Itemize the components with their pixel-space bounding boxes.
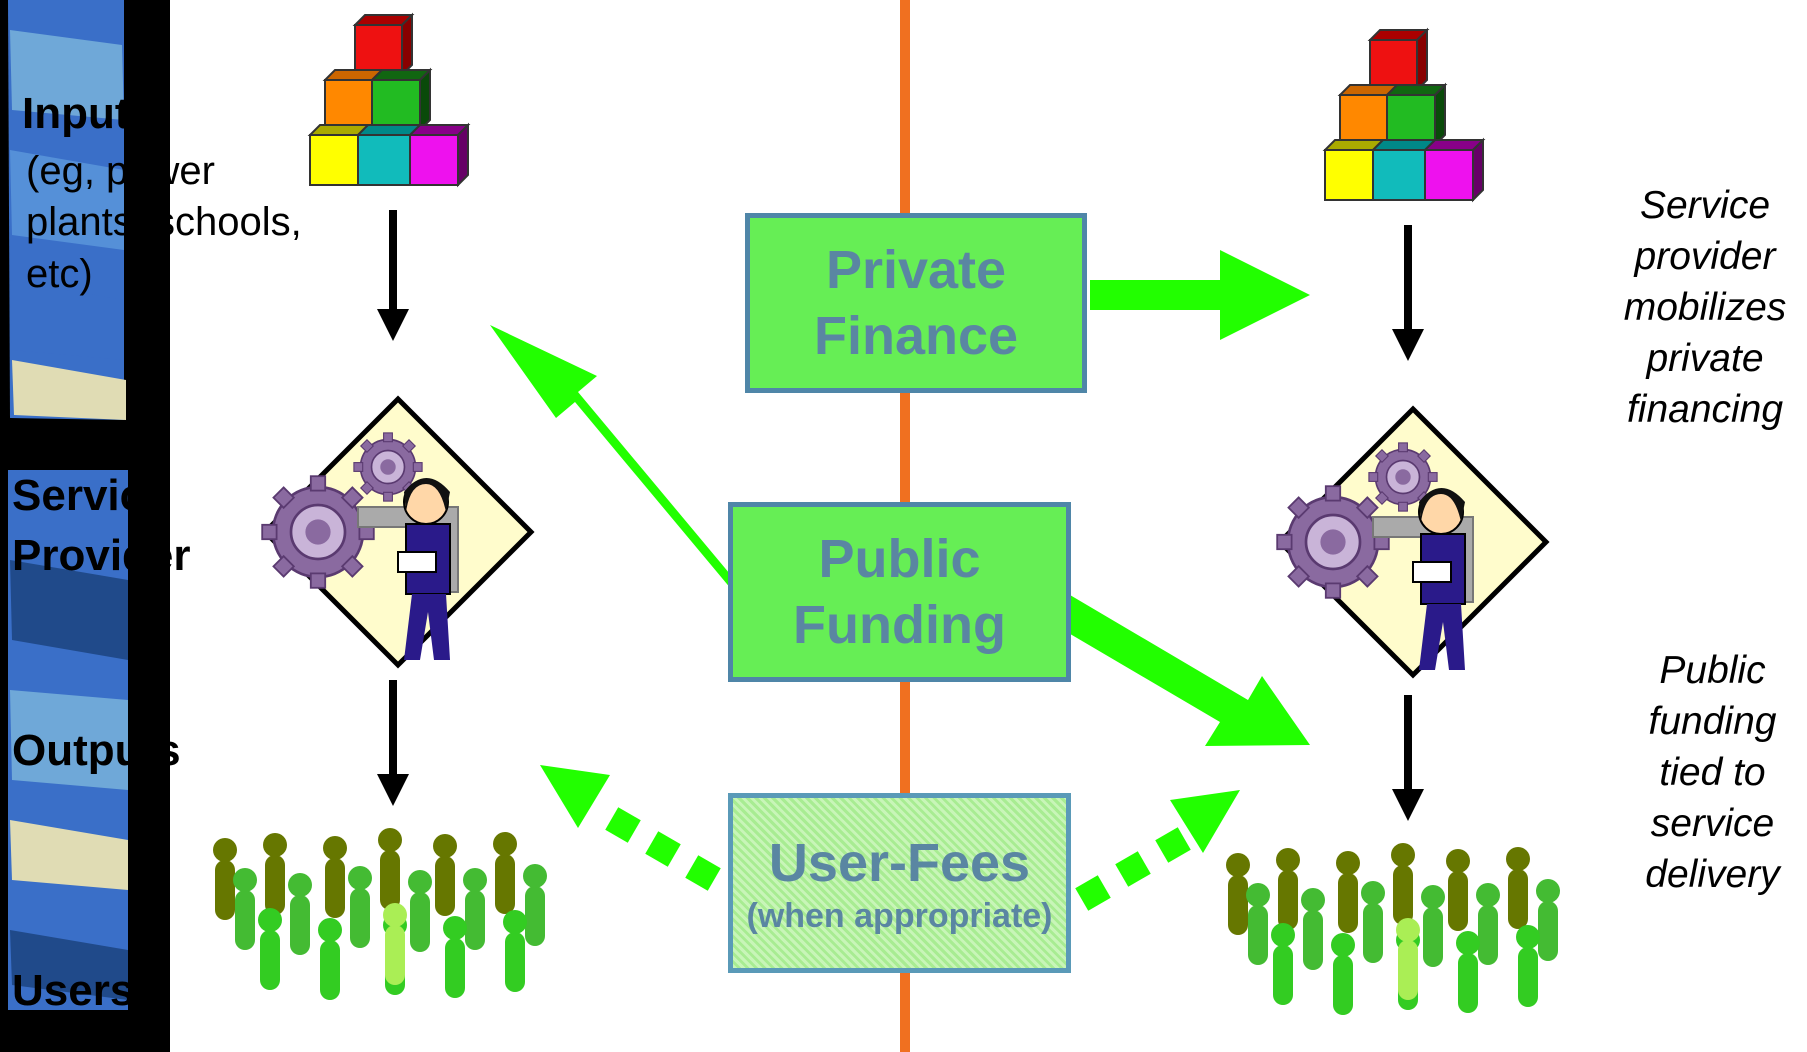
label-service-provider-line1: Service [12, 471, 169, 520]
blocks-icon [307, 12, 471, 188]
arrow-private-finance-to-right [1090, 250, 1310, 340]
note1-line: provider [1634, 235, 1776, 278]
label-inputs-line2: plants, schools, [26, 200, 302, 244]
private-finance-box: Private Finance [745, 213, 1087, 393]
note2-line: tied to [1659, 751, 1766, 794]
left-sidebar [0, 0, 170, 1052]
private-finance-line2: Finance [813, 306, 1019, 366]
note1-line: Service [1639, 184, 1771, 227]
note2-line: funding [1648, 700, 1777, 743]
arrow-user-fees-to-right-dotted [1075, 790, 1240, 911]
label-inputs-line1: (eg, power [26, 149, 215, 193]
public-funding-line2: Funding [793, 595, 1006, 655]
public-funding-line1: Public [818, 529, 981, 589]
arrow-user-fees-to-left-dotted [540, 765, 721, 891]
note1-line: mobilizes [1623, 286, 1787, 329]
note1-line: financing [1626, 388, 1784, 431]
service-provider-icon [1275, 405, 1550, 679]
arrow-public-funding-to-right [1060, 595, 1310, 746]
label-inputs-line3: etc) [26, 252, 93, 296]
label-service-provider-line2: Provider [12, 531, 191, 580]
user-fees-box: User-Fees (when appropriate) [728, 793, 1071, 973]
note2-line: Public [1659, 649, 1766, 692]
user-fees-line1: User-Fees [768, 833, 1031, 893]
label-inputs: Inputs [22, 89, 154, 138]
label-outputs: Outputs [12, 726, 181, 775]
blocks-icon [1322, 27, 1486, 203]
label-users: Users [12, 966, 135, 1015]
crowd-icon [213, 828, 547, 1000]
public-funding-box: Public Funding [728, 502, 1071, 682]
note-public-funding-tied: Public funding tied to service delivery [1620, 645, 1805, 900]
note2-line: delivery [1645, 853, 1780, 896]
note1-line: private [1646, 337, 1764, 380]
user-fees-line2: (when appropriate) [746, 897, 1053, 935]
flow-arrows [377, 210, 1424, 821]
crowd-icon [1226, 843, 1560, 1015]
private-finance-line1: Private [825, 240, 1007, 300]
green-arrows [490, 250, 1310, 911]
arrow-public-funding-to-left [490, 325, 760, 620]
service-provider-icon [260, 395, 535, 669]
note-service-provider-mobilizes: Service provider mobilizes private finan… [1610, 180, 1800, 435]
note2-line: service [1650, 802, 1775, 845]
